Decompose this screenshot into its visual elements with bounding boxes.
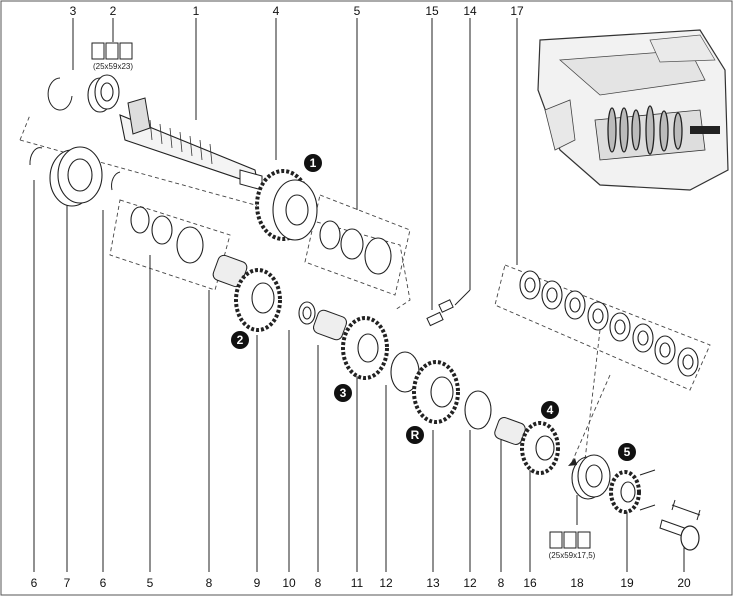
- assembly-arrow: [568, 374, 611, 466]
- label-part-12-a: 12: [379, 576, 393, 590]
- part-5-synchro-rings-upper: [319, 220, 392, 275]
- part-14-15-keys: [426, 299, 454, 327]
- gear-marker-reverse: R: [406, 426, 424, 444]
- part-4-gear: [255, 169, 318, 241]
- part-8-needle-bearing-b: [312, 309, 348, 341]
- part-11-gear: [341, 316, 389, 380]
- gearbox-inset-image: [537, 29, 729, 191]
- part-6-circlip-right: [111, 171, 121, 191]
- bearing-symbol-bottom: [549, 531, 591, 549]
- part-9-gear: [234, 268, 282, 332]
- bearing-dimension-bottom: (25x59x17,5): [549, 551, 596, 560]
- gear-marker-4: 4: [541, 401, 559, 419]
- gear-marker-5: 5: [618, 443, 636, 461]
- label-part-12-b: 12: [463, 576, 477, 590]
- label-part-6-a: 6: [31, 576, 38, 590]
- svg-text:1: 1: [310, 156, 317, 170]
- part-5-synchro-rings-lower: [130, 206, 204, 264]
- label-part-2: 2: [110, 4, 117, 18]
- label-part-16: 16: [523, 576, 537, 590]
- part-12-synchro-ring-b: [464, 390, 492, 430]
- svg-text:R: R: [411, 428, 420, 442]
- svg-text:2: 2: [237, 333, 244, 347]
- label-part-4: 4: [273, 4, 280, 18]
- leader-lines: [33, 18, 685, 572]
- part-2-bearing: [87, 74, 120, 113]
- part-1-input-shaft: [119, 97, 263, 191]
- svg-text:4: 4: [547, 403, 554, 417]
- part-8-needle-bearing-c: [494, 417, 526, 445]
- gear-marker-2: 2: [231, 331, 249, 349]
- label-part-9: 9: [254, 576, 261, 590]
- label-part-6-b: 6: [100, 576, 107, 590]
- part-16-gear: [520, 421, 560, 475]
- label-part-11: 11: [351, 576, 364, 590]
- part-20-bolt: [659, 499, 701, 551]
- gear-marker-1: 1: [304, 154, 322, 172]
- label-part-19: 19: [620, 576, 634, 590]
- part-3-circlip: [47, 77, 73, 111]
- label-part-5-top: 5: [354, 4, 361, 18]
- part-6-circlip-left: [29, 147, 43, 166]
- label-part-10: 10: [282, 576, 296, 590]
- part-18-bearing: [571, 454, 611, 500]
- label-part-15: 15: [425, 4, 439, 18]
- part-13-synchro-hub: [412, 360, 460, 424]
- label-part-8-b: 8: [315, 576, 322, 590]
- part-7-bearing: [49, 146, 103, 207]
- svg-text:3: 3: [340, 386, 347, 400]
- label-part-3: 3: [70, 4, 77, 18]
- label-part-8-c: 8: [498, 576, 505, 590]
- part-19-gear: [609, 469, 656, 514]
- bearing-symbol-top: [91, 42, 133, 60]
- dashed-group-boxes: [19, 114, 711, 461]
- label-part-14: 14: [463, 4, 477, 18]
- gear-marker-3: 3: [334, 384, 352, 402]
- label-part-20: 20: [677, 576, 691, 590]
- label-part-17: 17: [510, 4, 524, 18]
- part-17-shim-stack: [519, 270, 699, 377]
- part-10-washer: [298, 301, 316, 325]
- label-part-5-bottom: 5: [147, 576, 154, 590]
- svg-text:5: 5: [624, 445, 631, 459]
- label-part-18: 18: [570, 576, 584, 590]
- bearing-dimension-top: (25x59x23): [93, 62, 133, 71]
- label-part-7: 7: [64, 576, 71, 590]
- label-part-1: 1: [193, 4, 200, 18]
- label-part-13: 13: [426, 576, 440, 590]
- label-part-8-a: 8: [206, 576, 213, 590]
